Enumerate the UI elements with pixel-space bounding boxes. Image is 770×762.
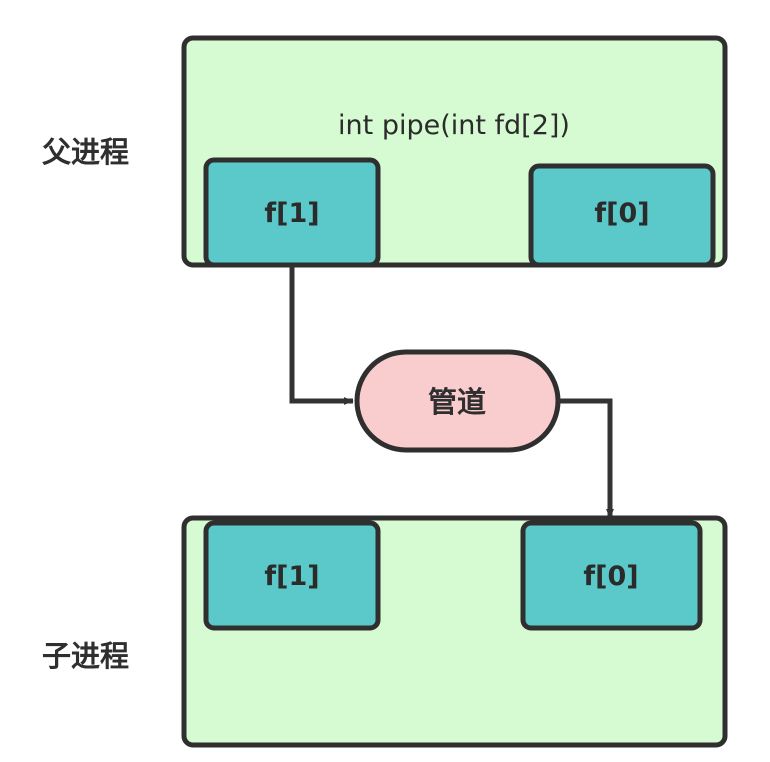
- child-process-label: 子进程: [42, 639, 129, 673]
- parent-fd-read-label: f[0]: [594, 198, 649, 229]
- child-fd-read-label: f[0]: [583, 561, 638, 592]
- arrow-pipe-to-child-read: [558, 398, 614, 519]
- parent-fd-read-box[interactable]: [528, 163, 716, 268]
- child-fd-read-box[interactable]: [520, 520, 703, 631]
- child-fd-write-label: f[1]: [264, 561, 319, 592]
- parent-fd-write-label: f[1]: [264, 198, 319, 229]
- child-fd-write-box[interactable]: [203, 520, 381, 631]
- parent-process-label: 父进程: [42, 135, 129, 169]
- pipe-function-signature: int pipe(int fd[2]): [338, 110, 570, 141]
- arrow-parent-write-to-pipe: [289, 265, 354, 405]
- pipe-label: 管道: [428, 385, 486, 419]
